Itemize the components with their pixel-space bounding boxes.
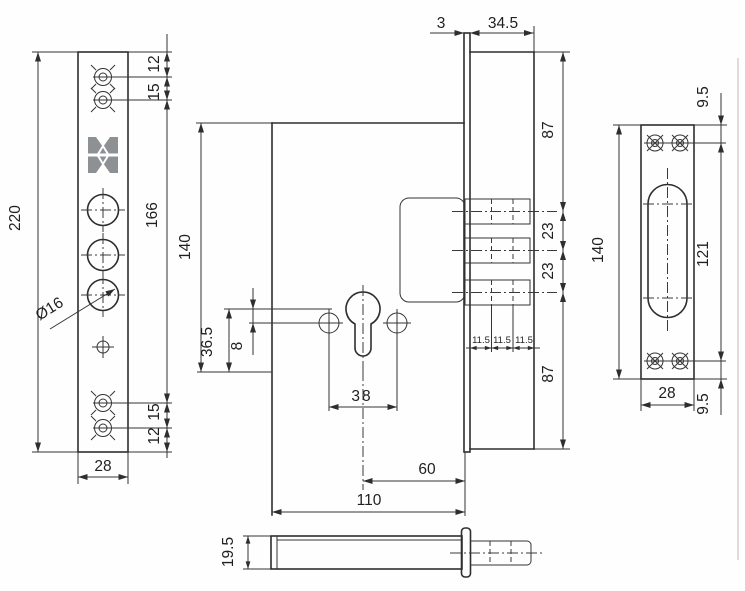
dim-bolt-seg-b-label: 11.5 <box>493 335 511 346</box>
dim-screw-span: 38 <box>328 336 398 411</box>
dim-hub-gap-label: 8 <box>229 342 246 351</box>
strike-screw-holes <box>644 134 726 370</box>
dim-strike-height: 140 <box>590 124 641 380</box>
dim-front-span-label: 166 <box>144 202 161 228</box>
dim-backset: 60 <box>363 461 465 484</box>
dim-front-bottom-margin-label: 12 <box>146 427 163 444</box>
dim-front-width-label: 28 <box>94 458 111 475</box>
dim-bolt-segments: 11.5 11.5 11.5 <box>466 305 540 352</box>
dim-front-height-label: 220 <box>7 205 24 231</box>
dim-front-screw-top-label: 15 <box>146 83 163 100</box>
bottom-bolt <box>450 540 544 566</box>
faceplate-outline <box>77 51 129 453</box>
dim-cylinder-offsets: 36.5 8 <box>199 288 332 372</box>
dim-faceplate-and-throw: 3 34.5 <box>430 15 535 52</box>
dim-case-depth: 110 <box>272 492 465 515</box>
dim-screw-span-label: 38 <box>351 388 372 405</box>
dim-bolt-spacing-b-label: 23 <box>540 262 557 279</box>
dim-strike-height-label: 140 <box>590 237 607 263</box>
dim-bottom-thickness-label: 19.5 <box>220 537 237 567</box>
dim-bolt-top-margin-label: 87 <box>540 121 557 138</box>
faceplate-edge-view <box>463 32 471 453</box>
dim-bolt-throw-label: 34.5 <box>488 15 518 32</box>
dim-front-height: 220 <box>7 51 78 453</box>
strike-slot <box>643 168 692 334</box>
dim-strike-top-offset-label: 9.5 <box>695 86 712 108</box>
dim-front-screw-bottom-label: 15 <box>146 403 163 420</box>
front-screw-holes-top <box>90 64 172 113</box>
dim-front-width: 28 <box>77 452 129 484</box>
dim-case-height-label: 140 <box>177 234 194 260</box>
dim-front-chain: 12 15 166 15 12 <box>128 34 172 458</box>
locking-bolts <box>452 198 557 306</box>
front-screw-holes-bottom <box>90 390 172 441</box>
strike-plate-view: 140 9.5 121 9.5 28 <box>590 86 727 415</box>
dim-faceplate-thickness-label: 3 <box>437 15 446 32</box>
dim-strike-screw-span-label: 121 <box>695 241 712 267</box>
front-center-hole <box>92 336 114 358</box>
dim-cylinder-offset-label: 36.5 <box>199 327 216 357</box>
front-view: 220 12 15 166 15 12 28 <box>7 34 172 484</box>
dim-backset-label: 60 <box>418 461 436 478</box>
dim-strike-bottom-offset-label: 9.5 <box>695 393 712 415</box>
dim-bolt-spacing: 87 23 23 87 <box>534 51 570 450</box>
dim-bottom-thickness: 19.5 <box>220 535 271 570</box>
dim-front-top-margin-label: 12 <box>146 55 163 72</box>
brand-logo <box>88 137 118 173</box>
dim-bolt-seg-a-label: 11.5 <box>472 335 490 346</box>
dim-case-depth-label: 110 <box>357 492 382 509</box>
dim-bolt-seg-c-label: 11.5 <box>515 335 533 346</box>
dim-bolt-spacing-a-label: 23 <box>540 222 557 239</box>
dim-hole-diameter: Ø16 <box>33 286 117 330</box>
dim-strike-offsets: 9.5 121 9.5 <box>694 86 727 415</box>
dim-strike-width: 28 <box>640 379 695 411</box>
bottom-case-outline <box>270 535 463 570</box>
bottom-view: 19.5 <box>220 527 544 578</box>
dim-strike-width-label: 28 <box>658 385 675 402</box>
dim-bolt-bottom-margin-label: 87 <box>540 365 557 382</box>
front-bolt-holes <box>81 188 125 317</box>
dim-case-height: 140 <box>177 122 272 373</box>
side-view: 3 34.5 140 36.5 8 <box>177 15 570 516</box>
euro-cylinder <box>345 285 381 370</box>
strike-plate-outline <box>640 124 695 380</box>
